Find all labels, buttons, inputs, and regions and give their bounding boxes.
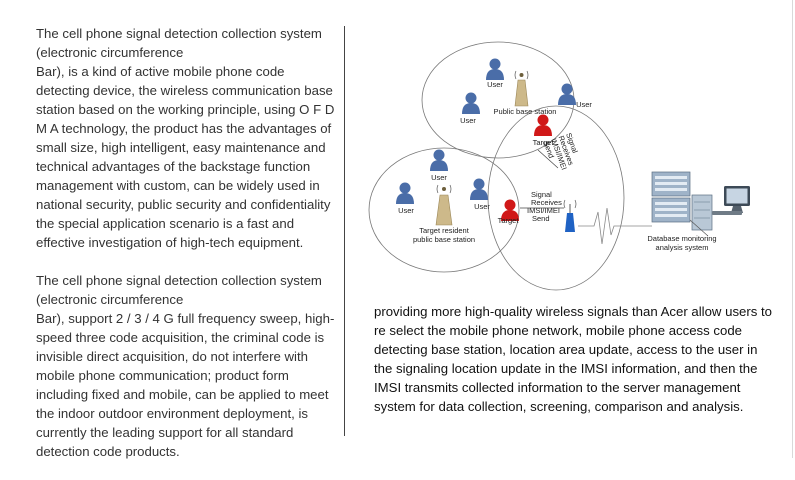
public-base-station-label: Public base station xyxy=(494,107,557,116)
user-label: User xyxy=(576,100,592,109)
detector-device-icon xyxy=(563,199,577,232)
target-icon xyxy=(534,114,552,136)
database-system-label-line1: Database monitoring xyxy=(647,234,716,243)
monitor-icon xyxy=(712,186,750,215)
left-column: The cell phone signal detection collecti… xyxy=(36,24,336,480)
resident-cell-circle xyxy=(368,147,520,273)
user-label: User xyxy=(487,80,503,89)
system-diagram-svg: User User User Public base station Targe… xyxy=(368,41,750,291)
intro-paragraph: The cell phone signal detection collecti… xyxy=(36,26,335,250)
signal-annotation: Signal Receives IMSI/IMEI Send xyxy=(527,190,562,223)
svg-text:Send: Send xyxy=(532,214,550,223)
signal-waveform xyxy=(578,207,652,245)
right-column: providing more high-quality wireless sig… xyxy=(374,302,774,416)
user-label: User xyxy=(460,116,476,125)
user-label: User xyxy=(474,202,490,211)
public-base-station-icon xyxy=(514,70,529,107)
user-icon xyxy=(470,178,488,200)
column-divider xyxy=(344,26,345,436)
resident-station-label-line2: public base station xyxy=(413,235,475,244)
page-edge-line xyxy=(792,0,793,458)
resident-station-label-line1: Target resident xyxy=(419,226,470,235)
user-icon xyxy=(396,182,414,204)
system-diagram: User User User Public base station Targe… xyxy=(362,30,762,305)
resident-base-station-icon xyxy=(435,184,453,226)
target-label: Target xyxy=(498,216,520,225)
user-label: User xyxy=(398,206,414,215)
svg-text:IMSI/IMEI: IMSI/IMEI xyxy=(527,206,560,215)
user-label: User xyxy=(431,173,447,182)
svg-text:Receives: Receives xyxy=(531,198,562,207)
user-icon xyxy=(462,92,480,114)
database-system-label-line2: analysis system xyxy=(656,243,709,252)
detection-cell-circle xyxy=(487,105,625,291)
features-paragraph: The cell phone signal detection collecti… xyxy=(36,273,335,459)
server-rack-icon xyxy=(651,171,713,237)
user-icon xyxy=(486,58,504,80)
svg-text:Signal: Signal xyxy=(531,190,552,199)
process-paragraph: providing more high-quality wireless sig… xyxy=(374,304,773,414)
user-icon xyxy=(430,149,448,171)
target-label: Target xyxy=(533,138,555,147)
